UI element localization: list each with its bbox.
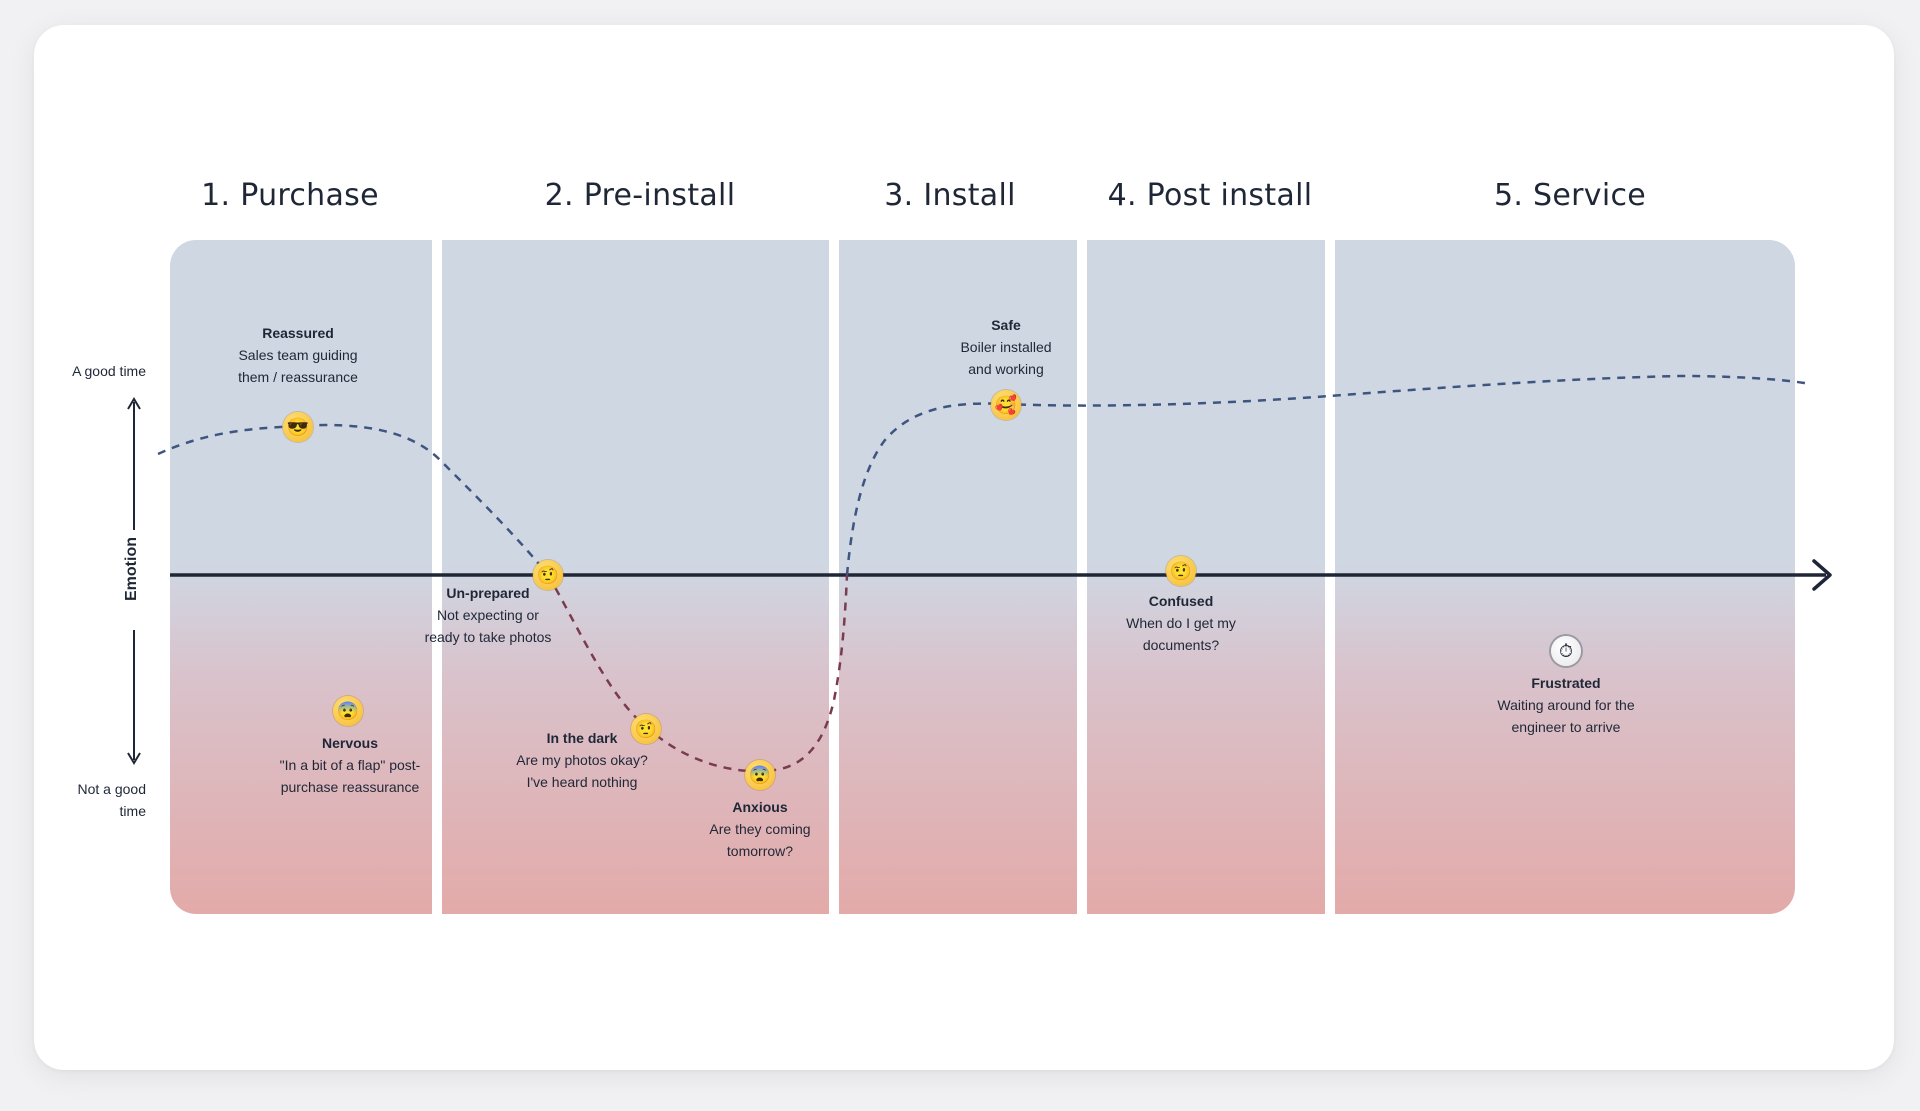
phase-column-pre-install <box>442 240 829 914</box>
moment-safe: Safe Boiler installed and working <box>926 314 1086 380</box>
axis-label-good: A good time <box>72 363 146 379</box>
moment-confused: Confused When do I get my documents? <box>1101 590 1261 656</box>
moment-desc-line1: Sales team guiding <box>238 347 358 363</box>
emotion-curve-recovery <box>845 374 1811 576</box>
moment-desc-line2: tomorrow? <box>726 843 794 859</box>
moment-desc-line2: ready to take photos <box>424 629 552 645</box>
moment-title: Confused <box>1148 593 1214 609</box>
sunglasses-face-icon: 😎 <box>283 412 313 442</box>
moment-desc-line1: When do I get my <box>1126 615 1236 631</box>
moment-desc-line1: "In a bit of a flap" post- <box>279 757 421 773</box>
phase-column-post-install <box>1087 240 1325 914</box>
moment-desc-line1: Not expecting or <box>437 607 539 623</box>
phase-title-pre-install: 2. Pre-install <box>544 178 736 213</box>
moment-desc-line1: Waiting around for the <box>1497 697 1635 713</box>
anxious-face-icon: 😨 <box>745 760 775 790</box>
moment-desc-line2: I've heard nothing <box>526 774 638 790</box>
phase-column-purchase <box>170 240 432 914</box>
raised-eyebrow-face-icon: 🤨 <box>1166 556 1196 586</box>
phase-title-install: 3. Install <box>884 178 1016 213</box>
moment-desc-line2: and working <box>968 361 1044 377</box>
raised-eyebrow-face-icon: 🤨 <box>533 560 563 590</box>
phase-column-service <box>1335 240 1795 914</box>
moment-desc-line2: engineer to arrive <box>1511 719 1621 735</box>
phase-title-purchase: 1. Purchase <box>201 178 379 213</box>
phase-column-install <box>839 240 1077 914</box>
moment-title: Anxious <box>732 799 788 815</box>
timeline-arrowhead <box>1812 559 1832 591</box>
axis-name-emotion: Emotion <box>123 537 140 601</box>
moment-desc-line1: Are my photos okay? <box>516 752 648 768</box>
phase-title-service: 5. Service <box>1493 178 1647 213</box>
moment-desc-line2: purchase reassurance <box>280 779 420 795</box>
moment-title: In the dark <box>546 730 618 746</box>
axis-label-not-good-line1: Not a good <box>77 781 147 797</box>
moment-desc-line1: Boiler installed <box>960 339 1052 355</box>
axis-label-not-good: Not a good time <box>40 778 147 822</box>
moment-title: Safe <box>991 317 1021 333</box>
emotion-axis-up-arrow <box>127 397 141 410</box>
hearts-face-icon: 🥰 <box>991 390 1021 420</box>
moment-reassured: Reassured Sales team guiding them / reas… <box>198 322 398 388</box>
moment-in-the-dark: In the dark Are my photos okay? I've hea… <box>492 727 672 793</box>
moment-nervous: Nervous "In a bit of a flap" post- purch… <box>240 732 460 798</box>
moment-un-prepared: Un-prepared Not expecting or ready to ta… <box>398 582 578 648</box>
moment-desc-line2: them / reassurance <box>238 369 358 385</box>
moment-title: Frustrated <box>1531 675 1601 691</box>
moment-desc-line2: documents? <box>1142 637 1220 653</box>
phase-title-post-install: 4. Post install <box>1107 178 1313 213</box>
moment-title: Nervous <box>321 735 379 751</box>
stopwatch-icon: ⏱ <box>1551 636 1581 666</box>
moment-frustrated: Frustrated Waiting around for the engine… <box>1466 672 1666 738</box>
emotion-axis-down-arrow <box>127 752 141 765</box>
moment-desc-line1: Are they coming <box>709 821 811 837</box>
moment-title: Un-prepared <box>446 585 530 601</box>
anxious-face-icon: 😨 <box>333 696 363 726</box>
emotion-curve-start <box>157 423 549 576</box>
axis-label-not-good-line2: time <box>119 803 146 819</box>
moment-anxious: Anxious Are they coming tomorrow? <box>680 796 840 862</box>
moment-title: Reassured <box>262 325 334 341</box>
raised-eyebrow-face-icon: 🤨 <box>631 714 661 744</box>
